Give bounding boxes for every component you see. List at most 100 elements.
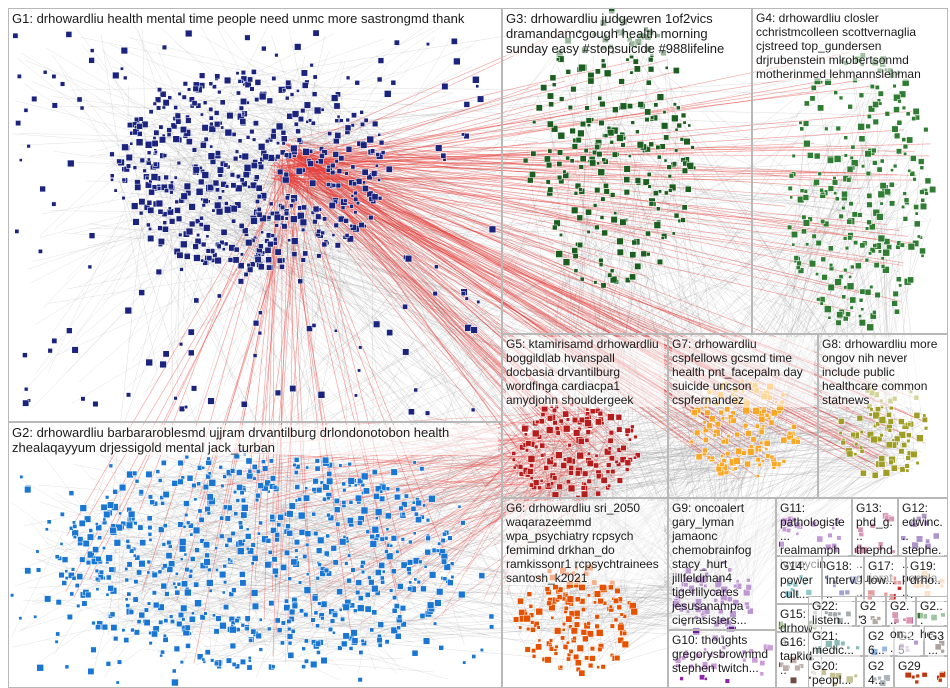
group-label-g26: G26...: [868, 629, 890, 657]
edge: [23, 596, 327, 601]
edge: [231, 73, 468, 322]
edge: [546, 114, 846, 128]
hub-edge: [293, 80, 566, 160]
edge: [199, 511, 275, 522]
hub-edge: [303, 90, 814, 165]
hub-edge: [297, 155, 883, 458]
edge: [173, 210, 770, 463]
edge: [92, 546, 181, 551]
hub-edge: [294, 432, 584, 586]
hub-edge: [270, 174, 902, 266]
edge: [214, 171, 652, 247]
hub-edge: [231, 450, 568, 477]
edge: [143, 123, 788, 201]
edge: [288, 138, 483, 298]
edge: [550, 224, 663, 227]
edge: [96, 101, 279, 152]
edge: [555, 443, 726, 484]
edge: [149, 473, 355, 544]
hub-edge: [297, 158, 681, 168]
edge: [232, 606, 419, 635]
edge: [119, 179, 158, 373]
hub-edge: [285, 156, 786, 207]
edge: [275, 108, 681, 128]
edge: [175, 130, 473, 239]
hub-edge: [307, 158, 730, 474]
edge: [210, 190, 445, 205]
edge: [255, 151, 343, 211]
edge: [384, 422, 558, 502]
edge: [138, 637, 155, 640]
edge: [138, 499, 357, 540]
edge: [21, 461, 287, 570]
edge: [196, 144, 408, 254]
edge: [783, 428, 877, 474]
edge: [200, 189, 463, 257]
edge: [131, 122, 203, 391]
hub-edge: [340, 412, 593, 545]
edge: [534, 46, 581, 580]
hub-edge: [364, 476, 616, 517]
edge: [92, 524, 131, 676]
edge: [147, 162, 377, 203]
edge: [110, 72, 671, 172]
group-label-g21: G21: medic...: [812, 629, 860, 657]
edge: [117, 113, 440, 184]
edge: [122, 613, 709, 635]
hub-edge: [339, 439, 613, 534]
edge: [283, 102, 374, 125]
edge: [145, 649, 435, 673]
edge: [371, 202, 375, 634]
hub-edge: [538, 413, 563, 467]
edge: [72, 434, 341, 626]
edge: [181, 148, 610, 206]
edge: [621, 127, 641, 137]
edge: [220, 437, 716, 660]
edge: [181, 494, 231, 669]
edge: [155, 99, 340, 102]
edge: [119, 426, 799, 576]
edge: [291, 475, 479, 536]
edge: [279, 477, 475, 659]
edge: [160, 610, 289, 621]
edge: [80, 36, 324, 88]
edge: [278, 133, 343, 264]
edge: [108, 401, 850, 542]
edge: [415, 443, 445, 531]
edge: [255, 101, 284, 126]
edge: [620, 56, 629, 121]
edge: [220, 14, 460, 134]
edge: [225, 86, 912, 95]
node: [276, 141, 280, 146]
hub-edge: [299, 158, 880, 473]
hub-edge: [282, 148, 444, 549]
edge: [341, 54, 561, 482]
edge: [223, 77, 842, 117]
edge: [94, 587, 152, 660]
edge: [143, 476, 598, 490]
edge: [623, 436, 920, 453]
edge: [350, 105, 468, 166]
edge: [345, 227, 546, 444]
node: [170, 122, 178, 130]
edge: [219, 537, 305, 579]
edge: [11, 133, 159, 145]
edge: [380, 443, 717, 500]
edge: [286, 136, 622, 232]
group-label-g7: G7: drhowardliu cspfellows gcsmd time he…: [672, 337, 814, 407]
hub-edge: [298, 167, 888, 225]
edge: [141, 173, 378, 395]
edge: [668, 211, 844, 256]
hub-edge: [368, 485, 602, 544]
edge: [285, 474, 383, 579]
edge: [707, 189, 912, 452]
edge: [148, 508, 365, 629]
edge: [21, 230, 171, 394]
edge: [289, 221, 341, 371]
hub-edge: [291, 167, 905, 264]
group-box-g10: G10: thoughts gregorysbrownmd stephen tw…: [668, 630, 776, 688]
edge: [583, 465, 879, 479]
hub-edge: [283, 143, 554, 245]
hub-edge: [315, 471, 547, 575]
edge: [291, 501, 397, 535]
